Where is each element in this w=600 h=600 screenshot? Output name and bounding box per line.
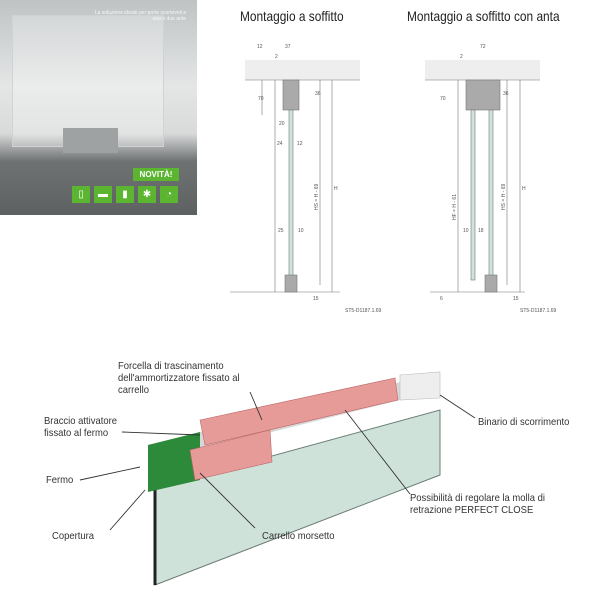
sliding-system-3d [148,371,441,586]
dim-label: HF = H - 61 [452,194,458,220]
panel-icon: ▮ [116,186,134,203]
dim-label: 70 [258,96,264,102]
novita-badge: NOVITÀ! [133,168,179,181]
callout-braccio: Braccio attivatore fissato al fermo [44,415,118,439]
soft-close-icon: ◔ [160,186,178,203]
dim-label: 24 [277,141,283,147]
dim-label: 36 [315,91,321,97]
dim-label: 10 [463,228,469,234]
dim-label: 37 [285,44,291,50]
drawing-code: ST5-D1187.1.69 [345,308,382,314]
dim-label: H [334,186,338,192]
dim-label: 20 [279,121,285,127]
glass-wall [12,15,164,147]
dim-label: 25 [278,228,284,234]
dim-label: 72 [480,44,486,50]
callout-possibilita: Possibilità di regolare la molla di retr… [410,492,545,516]
dim-label: 36 [503,91,509,97]
dim-label: 70 [440,96,446,102]
callout-fermo: Fermo [46,474,74,486]
dim-label: 2 [275,54,278,60]
brochure-tagline: La soluzione ideale per porte scorrevoli… [94,10,186,22]
brochure-cover-image: La soluzione ideale per porte scorrevoli… [0,0,197,215]
dim-label: 2 [460,54,463,60]
drawing-ceiling-panel [425,60,540,293]
callout-lines [79,391,476,531]
drawing-title-ceiling: Montaggio a soffitto [240,8,344,24]
drawing-title-ceiling-with-panel: Montaggio a soffitto con anta [407,8,560,24]
callout-carrello: Carrello morsetto [262,530,335,542]
drawing-ceiling [230,60,360,293]
callout-forcella: Forcella di trascinamento dell'ammortizz… [118,360,240,396]
door-icon: ▯ [72,186,90,203]
callout-binario: Binario di scorrimento [478,416,570,428]
gear-icon: ✱ [138,186,156,203]
dim-label: 12 [297,141,303,147]
dim-label: 12 [257,44,263,50]
dim-label: 10 [298,228,304,234]
dim-label: 6 [440,296,443,302]
callout-copertura: Copertura [52,530,95,542]
dim-label: 15 [513,296,519,302]
dim-label: HS = H - 69 [501,184,507,210]
dim-label: HS = H - 69 [314,184,320,210]
dim-label: H [522,186,526,192]
drawing-code: ST5-D1187.1.69 [520,308,557,314]
dim-label: 15 [313,296,319,302]
rail-icon: ▬ [94,186,112,203]
dim-label: 18 [478,228,484,234]
sofa [63,128,118,153]
